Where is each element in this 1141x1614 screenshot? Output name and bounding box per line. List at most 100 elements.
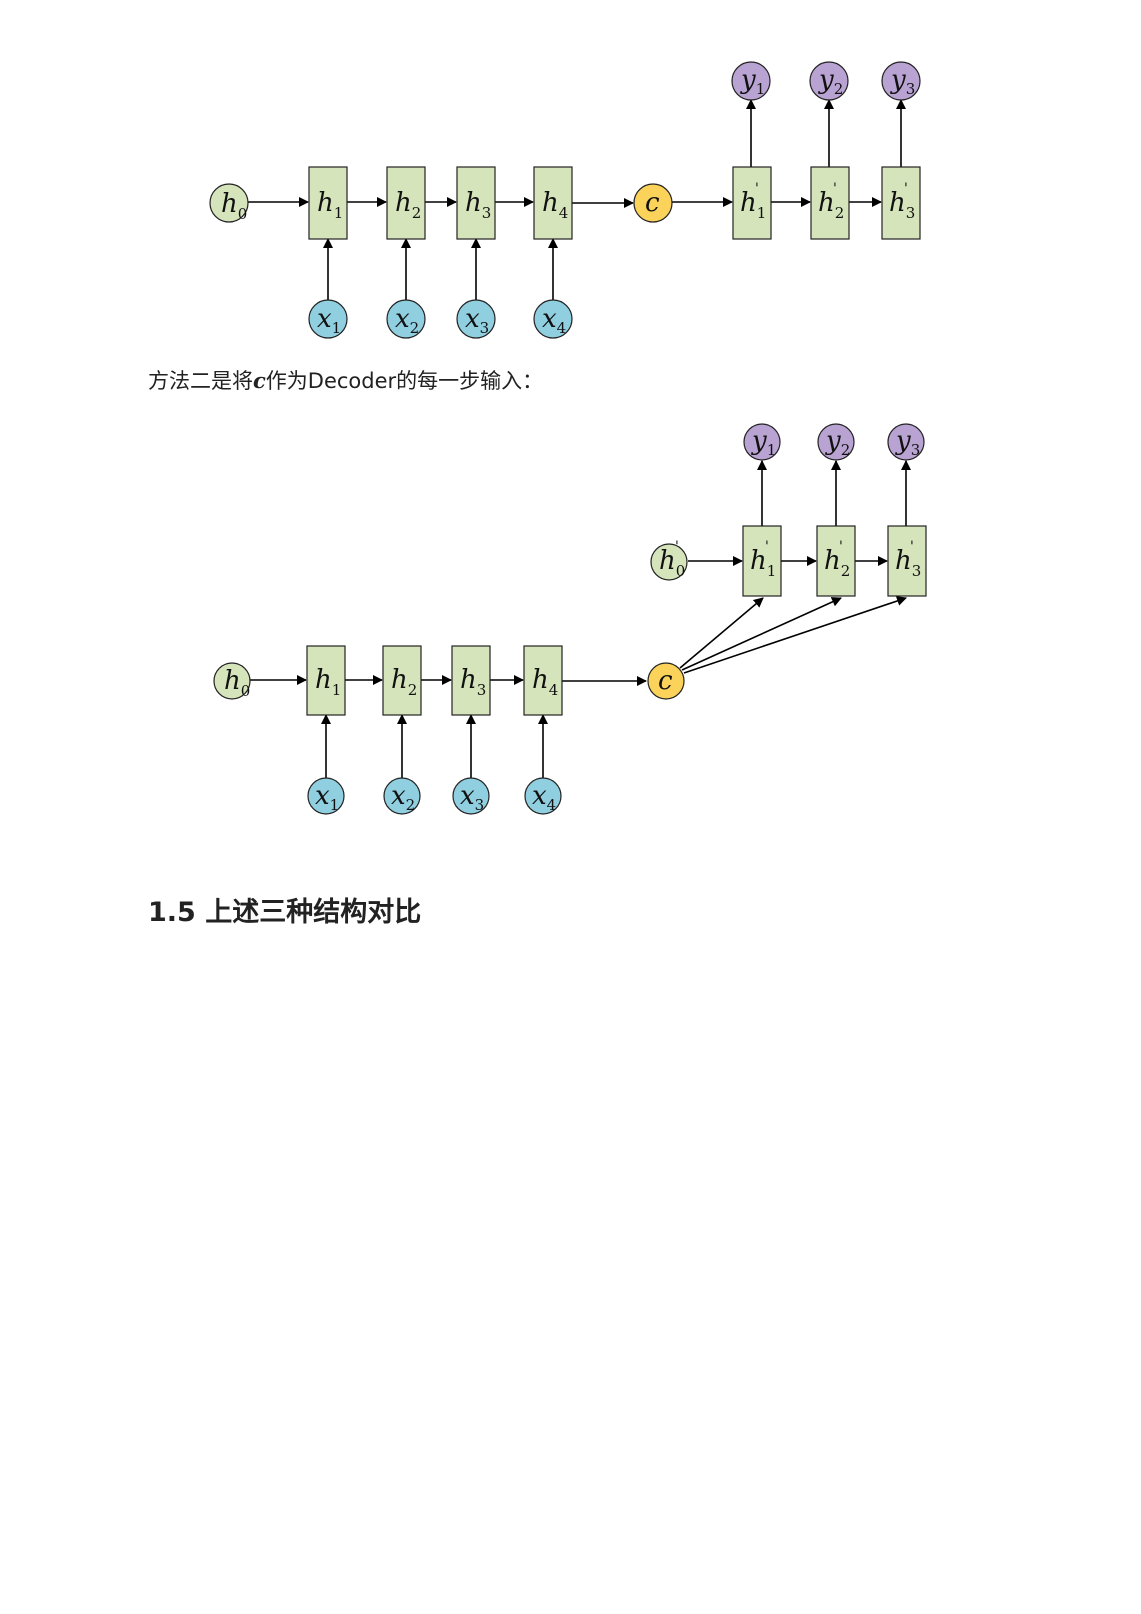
- svg-text:x3: x3: [460, 781, 484, 814]
- svg-text:y3: y3: [890, 65, 915, 98]
- node-h0: h0: [209, 183, 249, 223]
- svg-text:h1: h1: [315, 665, 341, 699]
- node-hp1: h1 ': [732, 166, 772, 240]
- svg-text:x3: x3: [465, 304, 489, 337]
- node-h3: h3: [451, 645, 491, 716]
- node-h0-base: h: [221, 189, 238, 219]
- node-hp1: h1 ': [742, 525, 782, 597]
- node-h4-sub: 4: [559, 204, 569, 222]
- seq2seq-diagram-method-one: h0 h1 h2 h3 h4 c h1 ' h2 ' h3 ' x1: [209, 61, 921, 339]
- svg-text:h3: h3: [895, 546, 921, 580]
- node-y2-sub: 2: [841, 441, 851, 459]
- node-hp2-prime: ': [839, 539, 843, 555]
- node-x1-base: x: [317, 304, 332, 334]
- edge-c-hp1: [679, 597, 764, 669]
- node-x2: x2: [386, 299, 426, 339]
- svg-text:h0: h0: [659, 546, 685, 580]
- svg-text:h4: h4: [532, 665, 558, 699]
- node-x3-base: x: [460, 781, 475, 811]
- node-hp3: h3 ': [887, 525, 927, 597]
- node-hp1-base: h: [750, 546, 767, 576]
- section-heading: 1.5 上述三种结构对比: [148, 897, 422, 928]
- node-hp2-base: h: [818, 188, 835, 218]
- body-paragraph: 方法二是将c作为Decoder的每一步输入：: [148, 366, 543, 396]
- node-hp2-sub: 2: [835, 204, 845, 222]
- edge-c-hp2: [681, 597, 842, 671]
- node-y2: y2: [809, 61, 849, 101]
- node-hp1-base: h: [740, 188, 757, 218]
- paragraph-after: 作为Decoder的每一步输入：: [265, 369, 544, 393]
- node-x1: x1: [307, 777, 345, 815]
- node-x2-sub: 2: [410, 319, 420, 337]
- node-y3-base: y: [890, 65, 906, 95]
- node-h3: h3: [456, 166, 496, 240]
- node-h1-base: h: [317, 188, 334, 218]
- node-x3: x3: [456, 299, 496, 339]
- node-hp3-base: h: [895, 546, 912, 576]
- svg-text:y2: y2: [818, 65, 843, 98]
- svg-text:x1: x1: [315, 781, 339, 814]
- node-h4-base: h: [542, 188, 559, 218]
- node-hp3: h3 ': [881, 166, 921, 240]
- node-x2: x2: [383, 777, 421, 815]
- node-hp0: h0 ': [650, 539, 688, 581]
- node-y2-sub: 2: [834, 80, 844, 98]
- svg-text:y1: y1: [740, 65, 765, 98]
- node-c-label: c: [658, 666, 673, 696]
- node-h0-base: h: [224, 666, 241, 696]
- node-x2-base: x: [391, 781, 406, 811]
- node-y1-base: y: [740, 65, 756, 95]
- node-x1: x1: [308, 299, 348, 339]
- node-x4-base: x: [542, 304, 557, 334]
- node-x2-base: x: [395, 304, 410, 334]
- diagram1-edges: [248, 99, 906, 301]
- node-c-label: c: [645, 188, 660, 218]
- node-y2: y2: [817, 423, 855, 461]
- node-h2: h2: [382, 645, 422, 716]
- node-hp2: h2 ': [816, 525, 856, 597]
- node-h2-base: h: [391, 665, 408, 695]
- paragraph-var-c: c: [253, 368, 266, 393]
- node-h4: h4: [523, 645, 563, 716]
- svg-text:h1: h1: [750, 546, 776, 580]
- node-x3: x3: [452, 777, 490, 815]
- svg-text:h2: h2: [391, 665, 417, 699]
- svg-text:h2: h2: [824, 546, 850, 580]
- node-y2-base: y: [818, 65, 834, 95]
- node-h0: h0: [213, 662, 251, 700]
- node-hp1-prime: ': [765, 539, 769, 555]
- node-h2-base: h: [395, 188, 412, 218]
- node-hp0-base: h: [659, 546, 676, 576]
- node-hp3-base: h: [889, 188, 906, 218]
- svg-text:x2: x2: [391, 781, 415, 814]
- seq2seq-diagram-method-two: h0 h1 h2 h3 h4 c h0 ' h1 ' h2 ' h3 ': [213, 423, 927, 815]
- svg-text:x2: x2: [395, 304, 419, 337]
- node-y1: y1: [743, 423, 781, 461]
- node-y1: y1: [731, 61, 771, 101]
- node-y3: y3: [887, 423, 925, 461]
- svg-text:h1: h1: [740, 188, 766, 222]
- node-hp2: h2 ': [810, 166, 850, 240]
- node-x4-base: x: [532, 781, 547, 811]
- node-h0-sub: 0: [238, 205, 248, 223]
- node-h1: h1: [308, 166, 348, 240]
- svg-text:h0: h0: [221, 189, 247, 223]
- node-h0-sub: 0: [241, 682, 251, 700]
- node-h4: h4: [533, 166, 573, 240]
- node-x4: x4: [524, 777, 562, 815]
- diagram2-edges: [250, 460, 911, 778]
- node-hp3-prime: ': [910, 539, 914, 555]
- node-hp1-sub: 1: [757, 204, 767, 222]
- node-h3-base: h: [460, 665, 477, 695]
- svg-text:x1: x1: [317, 304, 341, 337]
- node-hp1-prime: ': [755, 181, 759, 197]
- node-x1-sub: 1: [330, 796, 340, 814]
- node-hp2-sub: 2: [841, 562, 851, 580]
- node-c: c: [633, 183, 673, 223]
- svg-text:h1: h1: [317, 188, 343, 222]
- svg-text:x4: x4: [532, 781, 556, 814]
- node-x2-sub: 2: [406, 796, 416, 814]
- node-y3-sub: 3: [906, 80, 916, 98]
- svg-text:y1: y1: [751, 426, 776, 459]
- node-h1: h1: [306, 645, 346, 716]
